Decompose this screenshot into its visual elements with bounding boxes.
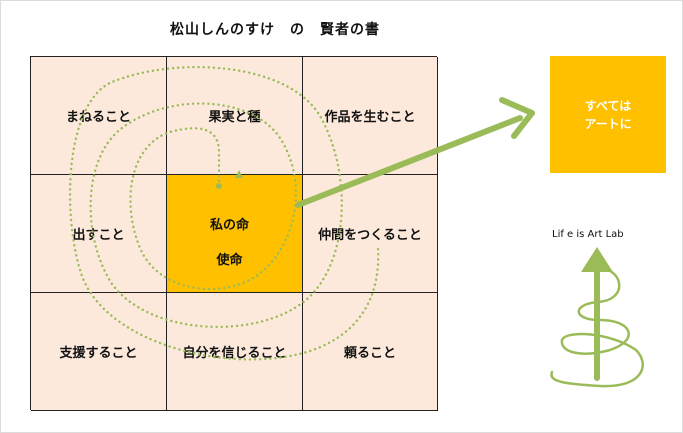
center-line-2: 使命 <box>216 252 243 268</box>
mandala-grid: まねること 果実と種 作品を生むこと 出すこと 私の命 使命 仲間をつくること … <box>30 56 438 411</box>
lab-label: Lif e is Art Lab <box>552 229 624 240</box>
spiral-small-arrow <box>235 170 243 178</box>
cell-put-out: 出すこと <box>31 175 167 293</box>
cell-rely: 頼ること <box>303 293 438 411</box>
goal-arrow-head <box>499 97 535 139</box>
goal-box: すべては アートに <box>550 56 666 173</box>
cell-support: 支援すること <box>31 293 167 411</box>
page-title: 松山しんのすけ の 賢者の書 <box>170 22 380 38</box>
center-line-1: 私の命 <box>209 217 249 233</box>
goal-line-2: アートに <box>584 116 632 131</box>
lab-arrow-head <box>581 247 613 272</box>
cell-fruit-and-seed: 果実と種 <box>167 57 303 175</box>
goal-line-1: すべては <box>584 98 632 113</box>
lab-squiggle <box>550 266 644 388</box>
spiral-path <box>68 65 380 361</box>
goal-arrow-shaft <box>295 115 523 208</box>
cell-create-works: 作品を生むこと <box>303 57 438 175</box>
spiral-start-dot <box>216 183 222 189</box>
cell-center-mission: 私の命 使命 <box>167 175 303 293</box>
